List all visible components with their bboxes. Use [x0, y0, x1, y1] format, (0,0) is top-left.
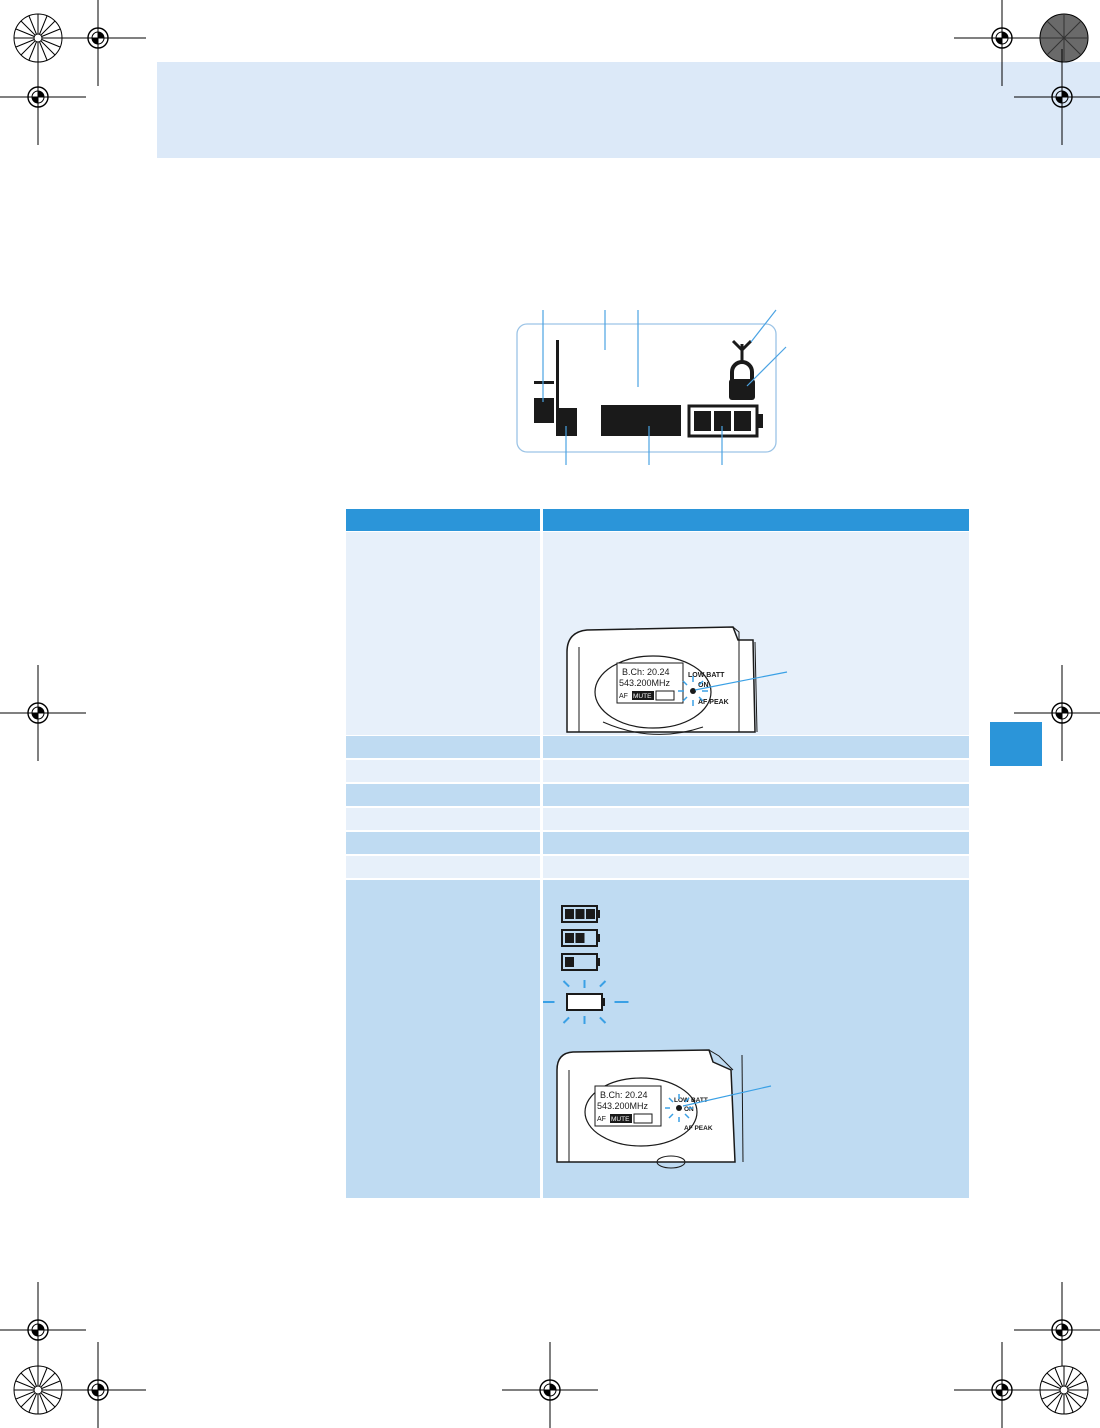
- svg-text:AF PEAK: AF PEAK: [684, 1125, 713, 1132]
- rf-level-marker: [534, 381, 554, 384]
- callout-lines: [542, 309, 787, 465]
- svg-text:AF: AF: [619, 693, 628, 700]
- battery-states: [543, 905, 629, 1024]
- svg-text:MUTE: MUTE: [633, 693, 652, 700]
- receiver-photo-on-led: B.Ch: 20.24 543.200MHz AF MUTE LOW BATT …: [566, 626, 788, 735]
- svg-text:B.Ch: 20.24: B.Ch: 20.24: [622, 667, 670, 677]
- receiver-display-diagram: [516, 309, 787, 465]
- svg-text:AF PEAK: AF PEAK: [698, 699, 729, 706]
- battery-level-icon: [561, 905, 600, 923]
- table-row: [346, 832, 969, 854]
- svg-text:LOW BATT: LOW BATT: [674, 1097, 708, 1104]
- table-row: [346, 760, 969, 782]
- antenna-icon: [731, 339, 753, 362]
- af-level-line: [556, 340, 559, 436]
- display-outline: [516, 323, 777, 453]
- mute-block: [601, 405, 681, 436]
- receiver-photo-low-batt-led: B.Ch: 20.24 543.200MHz AF MUTE LOW BATT …: [556, 1049, 772, 1169]
- battery-empty-blinking-icon: [543, 980, 629, 1024]
- table-row: [346, 784, 969, 806]
- rf-level-bar: [534, 398, 554, 423]
- table-row: [346, 808, 969, 830]
- svg-text:MUTE: MUTE: [611, 1116, 630, 1123]
- chapter-tab: [990, 722, 1042, 766]
- table-header: [346, 509, 969, 531]
- svg-text:AF: AF: [597, 1116, 606, 1123]
- svg-text:ON: ON: [698, 682, 709, 689]
- header-col1: [346, 509, 540, 531]
- header-col2: [543, 509, 969, 531]
- battery-level-icon: [561, 929, 600, 947]
- svg-text:ON: ON: [684, 1106, 694, 1113]
- af-level-bar: [559, 408, 577, 436]
- table-row: B.Ch: 20.24 543.200MHz AF MUTE LOW BATT …: [346, 880, 969, 1198]
- table-row: B.Ch: 20.24 543.200MHz AF MUTE LOW BATT …: [346, 532, 969, 735]
- svg-text:B.Ch: 20.24: B.Ch: 20.24: [600, 1090, 648, 1100]
- svg-text:543.200MHz: 543.200MHz: [619, 678, 671, 688]
- header-band: [157, 62, 1100, 158]
- battery-level-icon: [561, 953, 600, 971]
- lock-icon: [729, 360, 755, 400]
- svg-text:543.200MHz: 543.200MHz: [597, 1101, 649, 1111]
- table-row: [346, 856, 969, 878]
- table-row: [346, 736, 969, 758]
- svg-text:LOW BATT: LOW BATT: [688, 672, 725, 679]
